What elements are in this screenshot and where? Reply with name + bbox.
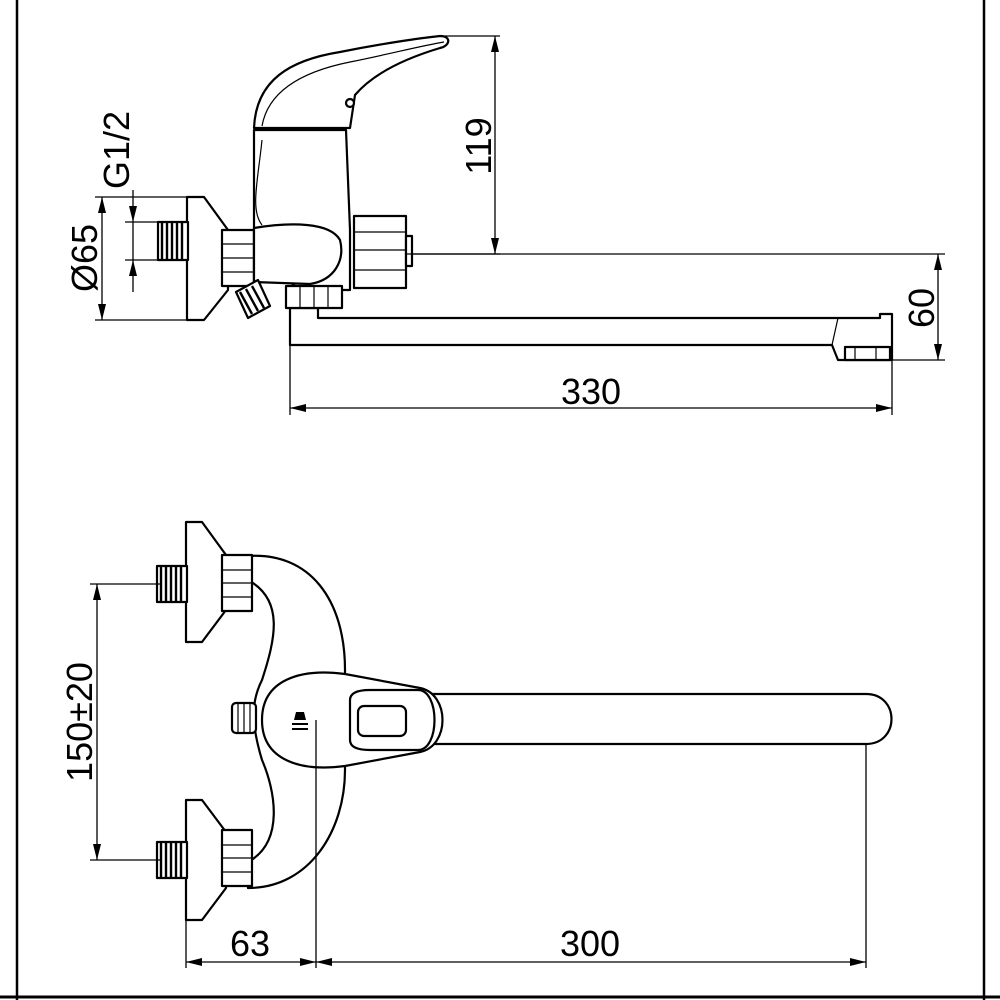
top-dimensions (90, 583, 867, 968)
label-thread: G1/2 (96, 111, 137, 189)
top-lower-flange (184, 798, 228, 922)
brand-logo-icon (292, 712, 308, 730)
label-offset: 63 (230, 923, 270, 964)
label-height-top: 119 (458, 117, 499, 174)
label-length-side: 330 (561, 371, 621, 412)
side-handle (252, 34, 450, 130)
side-dimensions (95, 35, 945, 415)
top-view (155, 520, 893, 922)
top-diverter-knob (230, 701, 258, 735)
top-upper-flange (184, 520, 228, 644)
side-diverter-knob (234, 278, 272, 320)
label-spacing: 150±20 (59, 662, 100, 782)
label-diameter: Ø65 (64, 224, 105, 292)
label-height-spout: 60 (901, 288, 942, 328)
label-spout-length: 300 (560, 923, 620, 964)
side-view (156, 34, 894, 362)
top-spout (418, 692, 893, 746)
side-spout (288, 306, 894, 362)
side-right-nut (352, 214, 408, 290)
